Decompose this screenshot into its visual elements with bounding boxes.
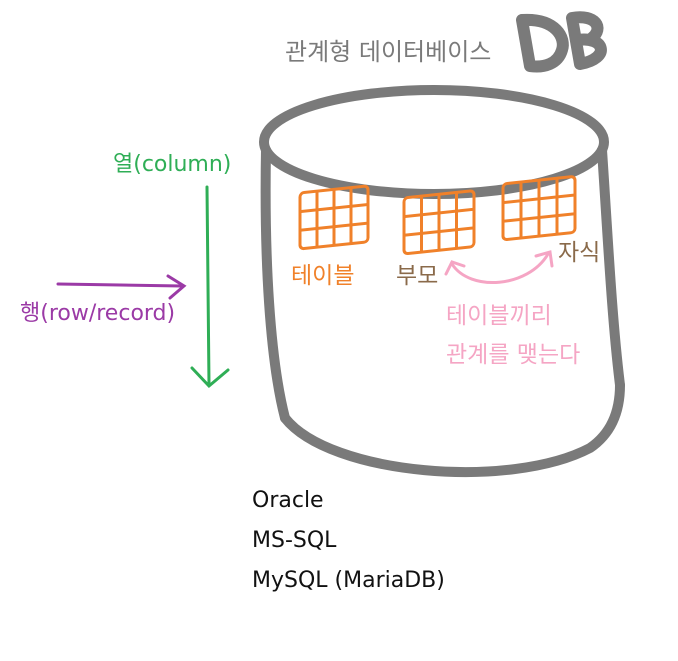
column-label: 열(column) xyxy=(113,152,232,177)
child-label: 자식 xyxy=(558,240,601,266)
dbms-item-mssql: MS-SQL xyxy=(252,528,337,553)
relation-label-line-2: 관계를 맺는다 xyxy=(446,342,581,368)
cylinder-left-side xyxy=(260,145,290,423)
relation-arrow xyxy=(444,250,554,284)
relation-label-line-1: 테이블끼리 xyxy=(446,303,552,329)
dbms-item-oracle: Oracle xyxy=(252,488,324,513)
dbms-item-mysql: MySQL (MariaDB) xyxy=(252,568,445,593)
parent-table-grid-icon xyxy=(402,189,476,256)
child-table-grid-icon xyxy=(501,175,577,242)
cylinder-right-side xyxy=(597,145,625,390)
table-grid-icon xyxy=(298,184,370,251)
row-arrow xyxy=(56,274,187,300)
table-label: 테이블 xyxy=(291,263,355,289)
db-letter-d xyxy=(516,13,569,73)
column-arrow xyxy=(190,185,230,389)
db-logo-mark xyxy=(516,11,607,73)
row-label: 행(row/record) xyxy=(20,301,176,326)
dbms-list: Oracle MS-SQL MySQL (MariaDB) xyxy=(252,487,445,607)
db-letter-b xyxy=(566,11,607,70)
parent-label: 부모 xyxy=(396,263,439,289)
table-grids xyxy=(298,175,577,256)
cylinder-bottom xyxy=(280,380,625,477)
diagram-title: 관계형 데이터베이스 xyxy=(285,38,492,66)
